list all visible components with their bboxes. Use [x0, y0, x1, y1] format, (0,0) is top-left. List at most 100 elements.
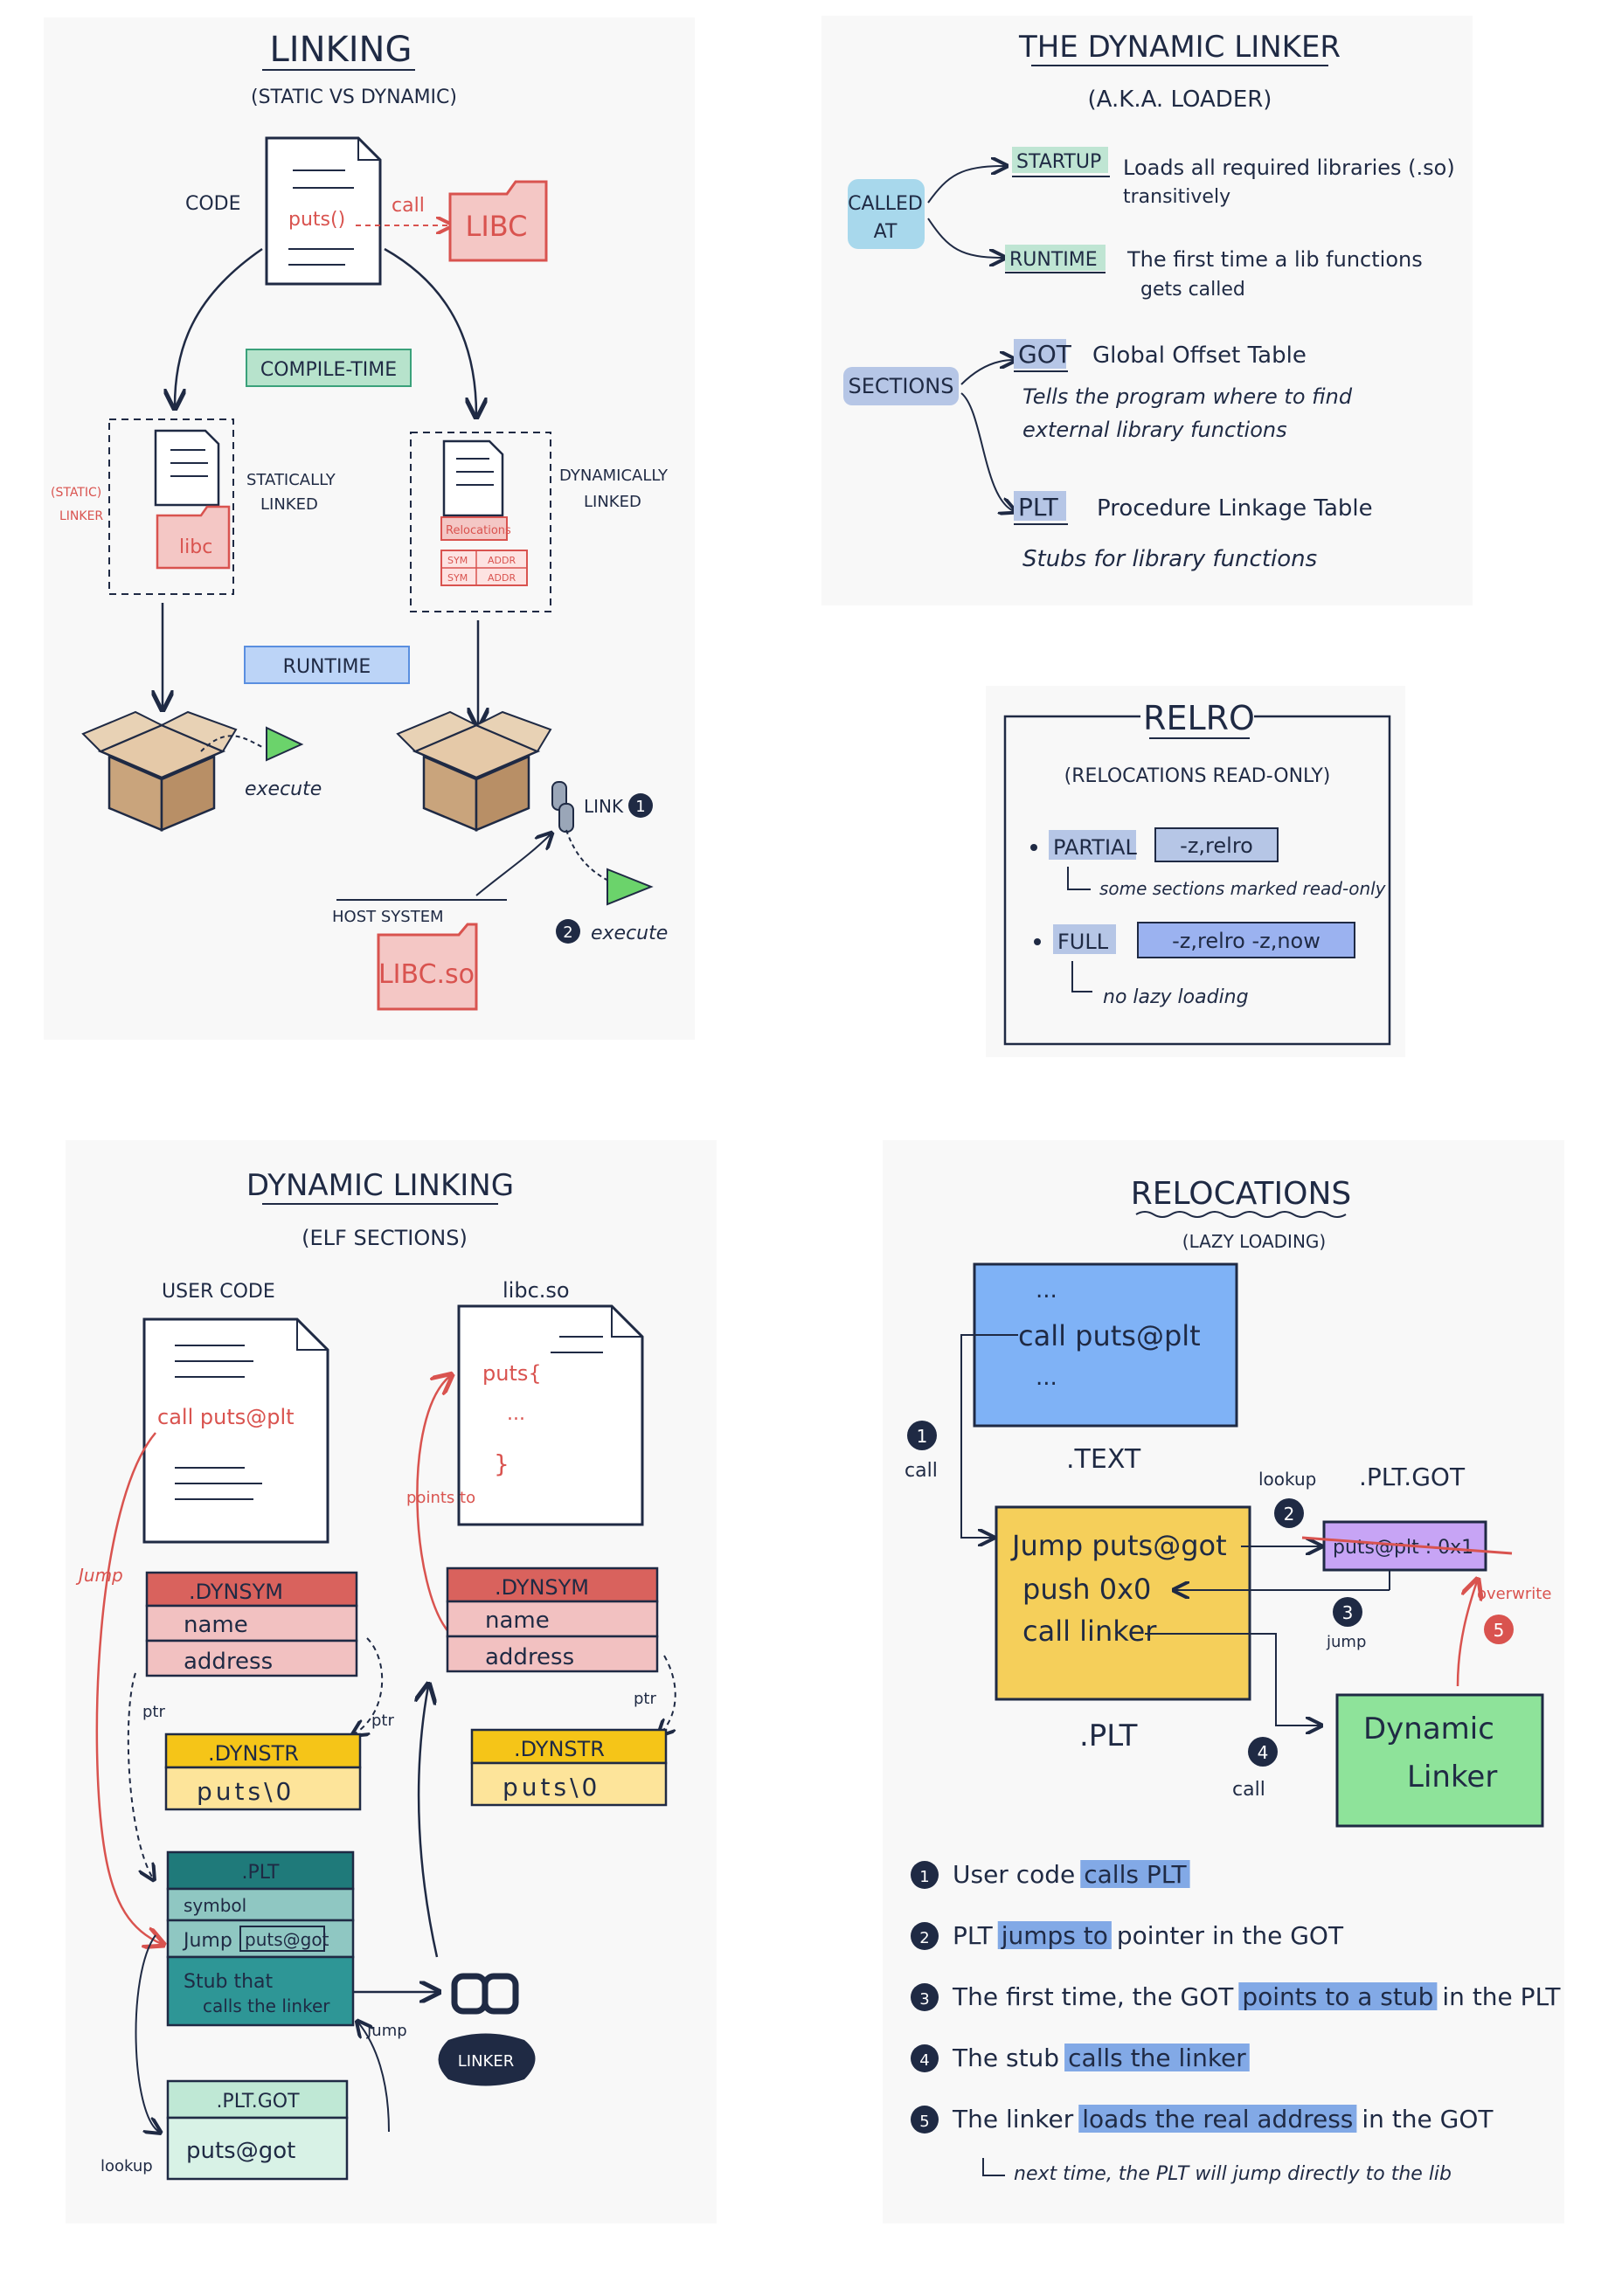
dynlink-diagram: DYNAMIC LINKING (ELF SECTIONS) USER CODE…: [75, 1168, 676, 2181]
reloc-subtitle: (LAZY LOADING): [1182, 1231, 1326, 1252]
address-label-right: address: [485, 1644, 574, 1670]
dynsym-label-left: .DYNSYM: [189, 1580, 283, 1604]
step-badge: [911, 2044, 939, 2072]
linker-label: LINKER: [458, 2052, 515, 2071]
dynamically-label-1: DYNAMICALLY: [559, 467, 669, 485]
step-number: 2: [919, 1929, 929, 1947]
full-note: no lazy loading: [1103, 986, 1249, 1008]
relocations-diagram: RELOCATIONS (LAZY LOADING) ... call puts…: [905, 1176, 1551, 1828]
step-number: 4: [919, 2051, 929, 2070]
step-text: The first time, the GOT: [952, 1982, 1234, 2011]
dynsym-name-left: [145, 1604, 358, 1642]
dynsym-address-right: [446, 1635, 659, 1673]
step-highlight-text: loads the real address: [1082, 2105, 1353, 2133]
text-label: .TEXT: [1066, 1444, 1141, 1475]
name-label-left: name: [184, 1612, 248, 1638]
loader-subtitle: (A.K.A. LOADER): [1088, 86, 1272, 113]
libc-dots: ...: [507, 1403, 525, 1425]
text-dots-2: ...: [1036, 1365, 1057, 1391]
partial-label: PARTIAL: [1053, 835, 1137, 860]
runtime-desc-2: gets called: [1140, 279, 1245, 301]
partial-flag-box: [1154, 827, 1279, 862]
step-highlight: [997, 1921, 1112, 1949]
step-badge: [911, 1983, 939, 2011]
step-highlight-text: points to a stub: [1242, 1982, 1433, 2011]
reloc-call-label-1: call: [905, 1460, 938, 1482]
ptr-label-1: ptr: [142, 1703, 165, 1721]
libc-folder-label: LIBC: [466, 210, 528, 243]
libc-so-label-2: libc.so: [503, 1278, 570, 1303]
step-number: 1: [919, 1868, 929, 1886]
sections-label: SECTIONS: [849, 374, 954, 398]
got-note-1: Tells the program where to find: [1022, 384, 1353, 409]
full-flag: -z,relro -z,now: [1172, 929, 1320, 953]
libc-so-folder-icon: [377, 923, 478, 1011]
dynlink-title: DYNAMIC LINKING: [246, 1168, 514, 1203]
plt-got-section-label: .PLT.GOT: [1359, 1463, 1466, 1491]
call-label: call: [392, 195, 425, 217]
libc-folder-icon: [448, 180, 548, 262]
puts-fn-label: puts{: [482, 1361, 542, 1386]
reloc-step-3: 3: [1342, 1602, 1354, 1623]
called-at-blob: [848, 179, 925, 249]
libc-small-label: libc: [179, 536, 212, 558]
full-flag-box: [1137, 922, 1355, 958]
plt-section-box: [995, 1505, 1251, 1701]
relocations-label: Relocations: [446, 524, 511, 537]
link-label: LINK: [584, 796, 624, 817]
startup-desc-2: transitively: [1123, 186, 1230, 208]
step-badge: [911, 2106, 939, 2133]
libc-so-label: LIBC.so: [378, 959, 475, 990]
static-linker-label-2: LINKER: [59, 509, 103, 523]
step-highlight-text: jumps to: [1001, 1921, 1108, 1950]
reloc-step-4: 4: [1258, 1742, 1269, 1763]
execute-play-icon-2: [607, 868, 654, 906]
addr-label-1: ADDR: [488, 555, 516, 566]
partial-highlight: [1049, 830, 1136, 860]
plt-note: Stubs for library functions: [1022, 546, 1317, 572]
dynsym-label-right: .DYNSYM: [495, 1575, 589, 1600]
plt-call-linker: call linker: [1022, 1615, 1157, 1648]
sections-blob: [843, 367, 959, 405]
step-number: 5: [919, 2113, 929, 2131]
relro-subtitle: (RELOCATIONS READ-ONLY): [1064, 765, 1331, 787]
points-to-label: points to: [406, 1489, 475, 1507]
dynstr-label-right: .DYNSTR: [514, 1737, 605, 1761]
startup-label: STARTUP: [1016, 151, 1101, 173]
step-highlight-text: calls the linker: [1068, 2044, 1246, 2072]
code-label: CODE: [185, 193, 241, 215]
reloc-step-3-badge: [1333, 1597, 1362, 1627]
runtime-label: RUNTIME: [283, 656, 371, 678]
step-highlight: [1080, 1860, 1190, 1888]
dynlink-subtitle: (ELF SECTIONS): [302, 1226, 468, 1250]
step-highlight-text: calls PLT: [1084, 1860, 1187, 1889]
puts-str-left: puts\0: [197, 1777, 295, 1806]
libc-doc-icon: [457, 1304, 644, 1526]
step-number: 3: [919, 1990, 929, 2009]
plt-section-label: .PLT: [1079, 1719, 1138, 1753]
static-doc-icon: [154, 429, 220, 507]
plt-label: PLT: [1018, 493, 1059, 522]
address-label-left: address: [184, 1649, 273, 1675]
step-text: User code: [953, 1860, 1075, 1889]
dynamic-doc-icon: [442, 439, 504, 517]
overwrite-label: overwrite: [1477, 1585, 1551, 1603]
text-section-box: [973, 1262, 1238, 1428]
reloc-step-5: 5: [1494, 1620, 1505, 1641]
symbol-label: symbol: [184, 1895, 246, 1916]
partial-flag: -z,relro: [1180, 833, 1253, 858]
dynsym-name-right: [446, 1600, 659, 1638]
step-badge: [911, 1861, 939, 1889]
plt-symbol-row: [166, 1887, 355, 1922]
chain-link-icon: [551, 781, 574, 833]
startup-desc-1: Loads all required libraries (.so): [1123, 156, 1455, 180]
code-document-icon: [265, 136, 382, 286]
panel-relro: [986, 686, 1405, 1057]
dynamic-linker-box: [1335, 1693, 1544, 1828]
execute-play-icon-1: [266, 726, 304, 762]
relocations-box: [440, 516, 508, 541]
puts-label: puts(): [288, 209, 345, 231]
lookup-label-2: lookup: [1258, 1469, 1316, 1490]
dynamically-label-2: LINKED: [584, 493, 641, 511]
plt-desc: Procedure Linkage Table: [1097, 495, 1373, 522]
